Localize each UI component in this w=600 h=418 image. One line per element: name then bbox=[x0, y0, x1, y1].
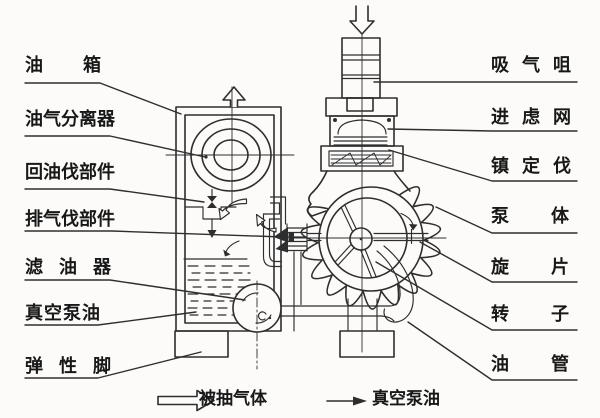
label-elastic-foot: 弹性脚 bbox=[25, 356, 111, 376]
label-inlet-screen: 进虑网 bbox=[491, 107, 571, 127]
exhaust-up-arrow bbox=[222, 86, 246, 108]
oil-filter-unit bbox=[232, 280, 282, 370]
leader-rotary-vane bbox=[419, 241, 578, 283]
label-oil-return-valve: 回油伐部件 bbox=[25, 162, 115, 182]
valve-bent-arrow bbox=[255, 213, 277, 233]
oil-return-valve bbox=[207, 188, 217, 238]
intake-assembly bbox=[320, 5, 404, 172]
leader-oil-pipe bbox=[407, 321, 578, 381]
gas-flow-bent-arrow bbox=[218, 198, 248, 221]
leader-elastic-foot bbox=[24, 351, 202, 379]
elastic-foot-block bbox=[174, 330, 229, 358]
label-oil-pipe: 油管 bbox=[491, 354, 569, 374]
leader-vacuum-pump-oil bbox=[24, 311, 197, 326]
label-pump-body: 泵体 bbox=[491, 206, 569, 226]
label-gas-ballast: 镇定伐 bbox=[491, 156, 571, 176]
label-rotary-vane: 旋片 bbox=[491, 257, 569, 277]
leader-inlet-screen bbox=[387, 128, 578, 132]
label-suction-nozzle: 吸气咀 bbox=[491, 55, 571, 75]
legend-vacuum-oil: 真空泵油 bbox=[372, 389, 440, 408]
label-oil-tank: 油箱 bbox=[25, 55, 101, 75]
stator-bore bbox=[318, 186, 424, 292]
legend-pumped-gas: 被抽气体 bbox=[199, 389, 267, 408]
solid-arrow-icon bbox=[326, 396, 367, 406]
pump-pedestal bbox=[339, 298, 395, 358]
label-vacuum-pump-oil: 真空泵油 bbox=[25, 303, 100, 323]
leader-gas-ballast bbox=[388, 149, 578, 182]
pump-casing bbox=[300, 170, 442, 310]
exhaust-duct bbox=[262, 196, 302, 332]
label-oil-filter: 滤油器 bbox=[25, 257, 111, 277]
centerlines bbox=[231, 33, 447, 353]
legend-arrows bbox=[157, 389, 367, 412]
oil-flow-curved-arrow bbox=[223, 240, 240, 257]
leader-rotor bbox=[375, 261, 578, 331]
rotation-arrow bbox=[400, 212, 418, 231]
leader-oil-tank bbox=[24, 82, 182, 115]
leader-oil-filter bbox=[24, 279, 246, 301]
leader-oil-return-valve bbox=[24, 188, 205, 203]
leader-lines bbox=[24, 81, 578, 381]
label-rotor: 转子 bbox=[491, 304, 569, 324]
suction-nozzle-part bbox=[341, 37, 381, 99]
leader-exhaust-valve bbox=[24, 230, 284, 238]
rotary-vane-part bbox=[373, 228, 429, 245]
ballast-spring bbox=[331, 152, 392, 166]
intake-down-arrow bbox=[349, 5, 375, 35]
leader-pump-body bbox=[435, 206, 578, 234]
oil-gas-separator-rings bbox=[165, 118, 295, 192]
hollow-arrow-icon bbox=[157, 389, 215, 412]
leader-oil-gas-separator bbox=[24, 135, 206, 158]
label-exhaust-valve: 排气伐部件 bbox=[25, 209, 115, 229]
label-oil-gas-separator: 油气分离器 bbox=[25, 109, 115, 129]
